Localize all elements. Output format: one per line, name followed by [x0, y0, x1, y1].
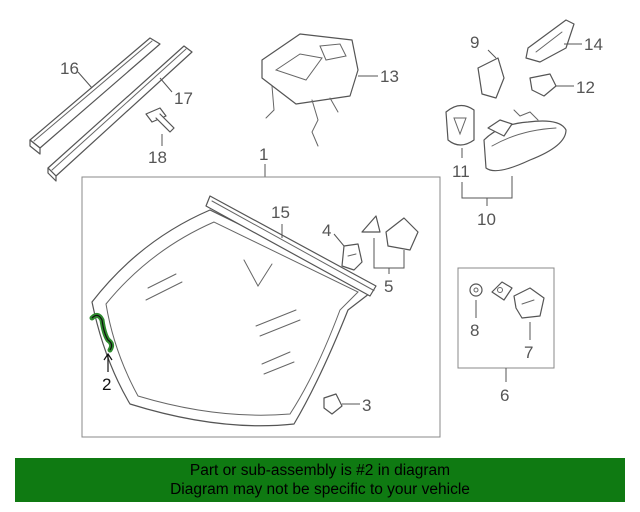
callout-5[interactable]: 5 [384, 277, 393, 296]
arrow-2 [103, 352, 113, 361]
part-5-bracket-a[interactable] [361, 215, 381, 233]
part-18-clip[interactable] [145, 107, 175, 133]
callout-18[interactable]: 18 [148, 148, 167, 167]
part-15-molding[interactable] [205, 195, 377, 297]
callout-9[interactable]: 9 [470, 33, 479, 52]
part-4-clip[interactable] [341, 243, 363, 271]
callout-17[interactable]: 17 [174, 89, 193, 108]
callout-2[interactable]: 2 [102, 375, 111, 394]
banner-line-2: Diagram may not be specific to your vehi… [170, 481, 470, 498]
part-3-clip[interactable] [323, 393, 343, 415]
callout-7[interactable]: 7 [524, 343, 533, 362]
part-17-molding[interactable] [47, 45, 193, 182]
leader-16 [77, 71, 93, 89]
leader-4 [333, 233, 345, 247]
sub-assembly-box-6 [457, 267, 555, 369]
part-14-cover[interactable] [525, 19, 575, 63]
callout-16[interactable]: 16 [60, 59, 79, 78]
callout-3[interactable]: 3 [362, 396, 371, 415]
part-12-bracket[interactable] [529, 73, 557, 97]
callout-14[interactable]: 14 [584, 35, 603, 54]
callout-11[interactable]: 11 [452, 162, 470, 181]
part-9-cover[interactable] [477, 57, 505, 99]
windshield-glass[interactable] [91, 209, 375, 427]
info-banner: Part or sub-assembly is #2 in diagram Di… [15, 458, 625, 502]
part-sensor-clip[interactable] [491, 281, 513, 301]
part-13-module[interactable] [261, 33, 359, 147]
callout-13[interactable]: 13 [380, 67, 399, 86]
callout-4[interactable]: 4 [322, 221, 331, 240]
part-8-washer[interactable] [469, 283, 483, 297]
part-5-bracket-b[interactable] [385, 217, 419, 251]
part-7-sensor[interactable] [513, 287, 545, 319]
part-16-molding[interactable] [29, 37, 161, 155]
callout-12[interactable]: 12 [576, 78, 595, 97]
callout-8[interactable]: 8 [470, 321, 479, 340]
banner-line-1: Part or sub-assembly is #2 in diagram [189, 462, 451, 479]
callout-15[interactable]: 15 [271, 203, 290, 222]
callout-6[interactable]: 6 [500, 386, 509, 405]
callout-10[interactable]: 10 [477, 210, 496, 229]
part-2-highlighted[interactable] [89, 312, 115, 353]
callout-1[interactable]: 1 [259, 145, 268, 164]
windshield-parts-diagram: 16 17 18 13 9 14 12 11 [29, 19, 603, 438]
leader-17 [159, 77, 173, 93]
part-10-mirror[interactable] [483, 109, 567, 172]
leader-9 [487, 49, 497, 59]
part-11-cover[interactable] [445, 104, 475, 146]
